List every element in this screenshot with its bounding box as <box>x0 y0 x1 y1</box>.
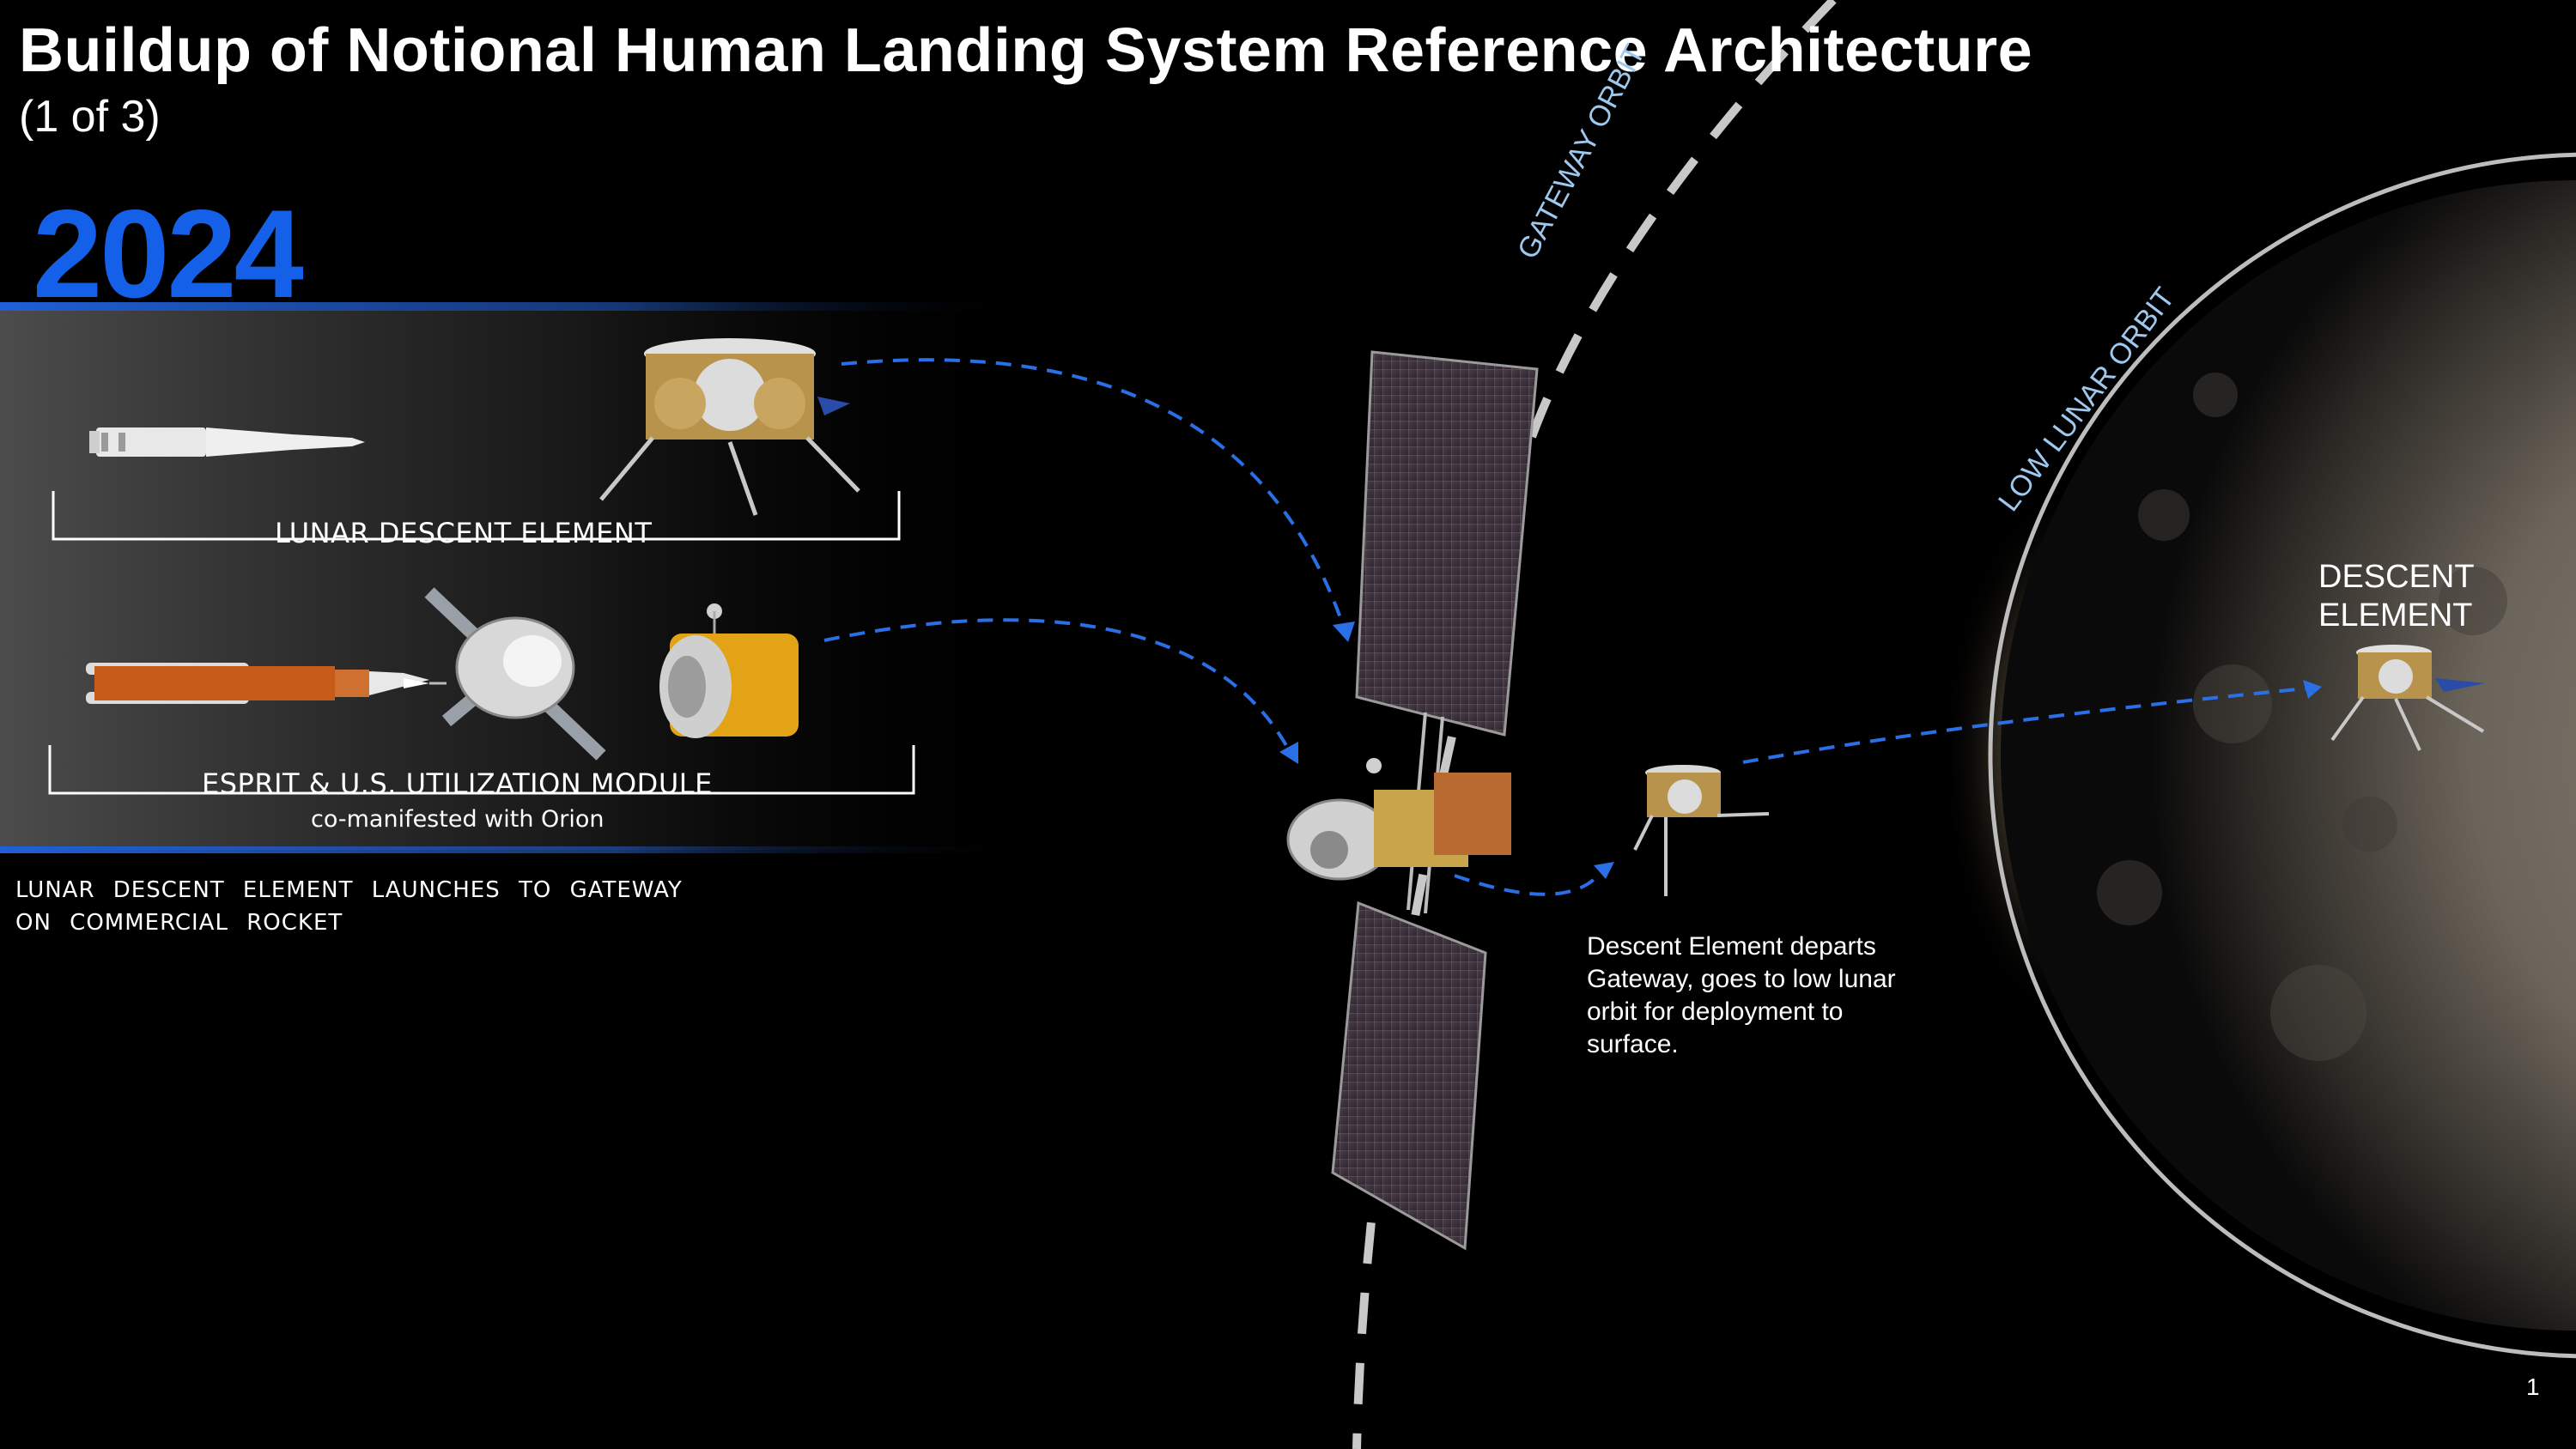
sls-rocket-icon <box>86 663 447 704</box>
page-subtitle: (1 of 3) <box>19 92 161 142</box>
gateway-to-departure-arrow <box>1454 869 1604 896</box>
esprit-module-label: ESPRIT & U.S. UTILIZATION MODULE <box>202 767 713 800</box>
low-lunar-orbit-ring <box>1988 152 2576 1359</box>
launch-panel <box>0 302 1030 853</box>
commercial-rocket-icon <box>89 427 365 457</box>
moon-image <box>1941 180 2576 1331</box>
lower-solar-array <box>1331 900 1487 1251</box>
orion-spacecraft-icon <box>424 587 606 761</box>
departure-to-moon-arrow <box>1742 687 2307 764</box>
lde-to-gateway-arrow <box>841 358 1345 626</box>
esprit-module-icon <box>659 603 799 738</box>
comanifest-label: co-manifested with Orion <box>311 806 605 833</box>
lunar-descent-element-icon <box>599 338 860 516</box>
page-title: Buildup of Notional Human Landing System… <box>19 16 2033 85</box>
panel-bottom-rule <box>0 846 1030 853</box>
panel-top-rule <box>0 302 1030 311</box>
departing-descent-element-icon <box>1633 765 1770 896</box>
departs-note: Descent Element departs Gateway, goes to… <box>1587 932 1896 1058</box>
arrowheads <box>1279 621 2322 879</box>
flight-path-arrows <box>823 358 2307 896</box>
launch-caption: LUNAR DESCENT ELEMENT LAUNCHES TO GATEWA… <box>15 877 683 936</box>
lde-bracket <box>52 491 901 541</box>
esprit-to-gateway-arrow <box>823 618 1290 749</box>
page-number: 1 <box>2526 1373 2540 1400</box>
gateway-station-icon <box>1286 350 1539 1251</box>
moon-descent-element-icon <box>2330 645 2485 751</box>
lunar-descent-element-label: LUNAR DESCENT ELEMENT <box>275 517 653 549</box>
descent-element-label: DESCENT ELEMENT <box>2318 559 2474 634</box>
year-heading: 2024 <box>33 184 304 324</box>
gateway-orbit-path <box>1352 0 1837 1449</box>
esprit-bracket <box>48 745 915 795</box>
upper-solar-array <box>1355 350 1539 737</box>
